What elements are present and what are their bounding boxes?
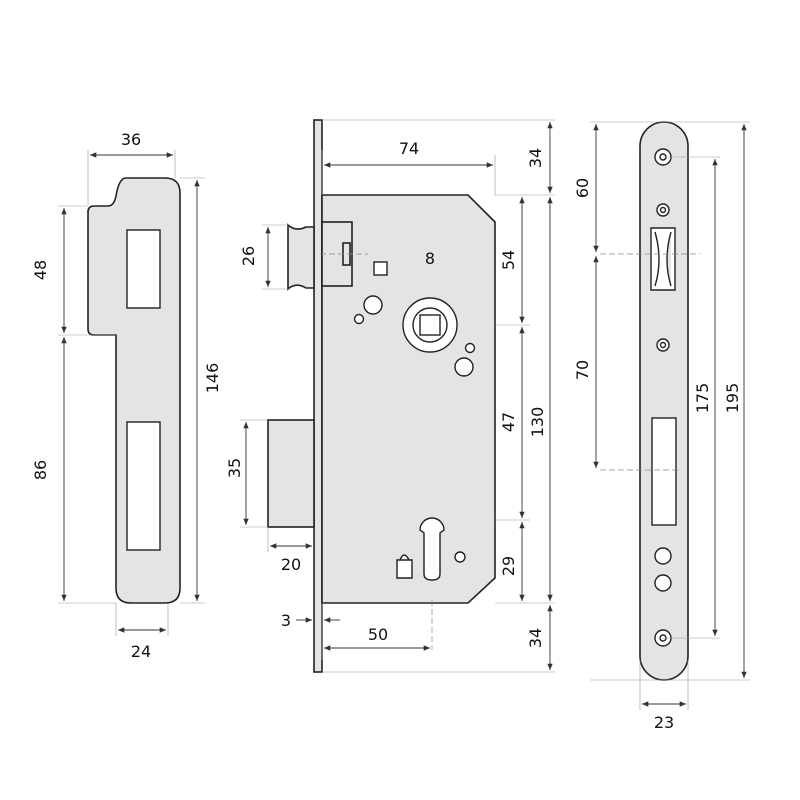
dim-48: 48 bbox=[31, 260, 50, 280]
faceplate-dimensions bbox=[590, 121, 750, 710]
dim-146: 146 bbox=[203, 363, 222, 394]
dim-70: 70 bbox=[573, 360, 592, 380]
dim-195: 195 bbox=[723, 383, 742, 414]
dim-20: 20 bbox=[281, 555, 301, 574]
dim-26: 26 bbox=[239, 246, 258, 266]
lock-faceplate-side bbox=[313, 119, 323, 673]
strike-slot-lower bbox=[126, 421, 161, 551]
faceplate-bolt-hole bbox=[651, 417, 677, 526]
latch-bolt bbox=[287, 223, 315, 291]
dim-36: 36 bbox=[121, 130, 141, 149]
dim-8: 8 bbox=[425, 249, 435, 268]
dim-175: 175 bbox=[693, 383, 712, 414]
lock-body bbox=[267, 119, 496, 673]
dim-130: 130 bbox=[528, 407, 547, 438]
follower-square bbox=[419, 314, 441, 336]
dim-35: 35 bbox=[225, 458, 244, 478]
dim-47: 47 bbox=[499, 412, 518, 432]
strike-plate bbox=[87, 177, 181, 604]
strike-dimensions bbox=[58, 150, 205, 636]
dim-74: 74 bbox=[399, 139, 419, 158]
dim-34-bottom: 34 bbox=[526, 628, 545, 648]
lock-dimensions bbox=[240, 119, 555, 673]
dead-bolt bbox=[267, 419, 315, 528]
dim-23: 23 bbox=[654, 713, 674, 732]
dim-86: 86 bbox=[31, 460, 50, 480]
dim-34-top: 34 bbox=[526, 148, 545, 168]
dim-50: 50 bbox=[368, 625, 388, 644]
strike-slot-upper bbox=[126, 229, 161, 309]
dim-29: 29 bbox=[499, 556, 518, 576]
dim-60: 60 bbox=[573, 178, 592, 198]
faceplate bbox=[600, 121, 700, 681]
dim-54: 54 bbox=[499, 250, 518, 270]
faceplate-latch-hole bbox=[650, 227, 676, 291]
cylinder-hole bbox=[419, 517, 445, 581]
dim-3: 3 bbox=[281, 611, 291, 630]
dim-24: 24 bbox=[131, 642, 151, 661]
